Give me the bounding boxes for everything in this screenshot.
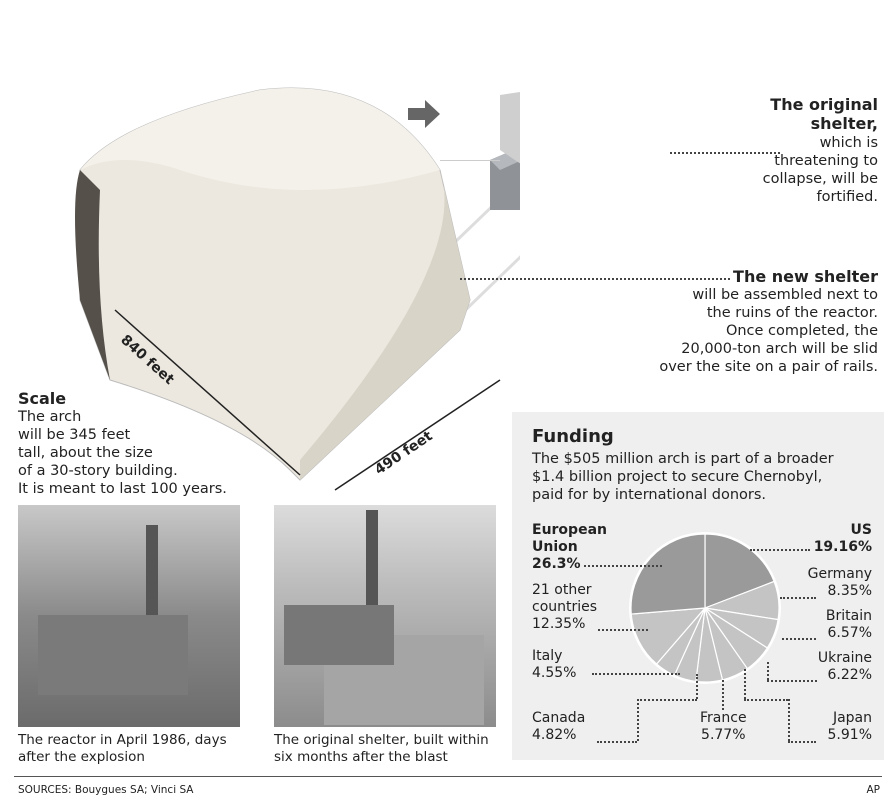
scale-callout: Scale The arch will be 345 feet tall, ab… bbox=[18, 390, 258, 498]
original-shelter-photo bbox=[274, 505, 496, 727]
shelter-illustration bbox=[75, 87, 520, 491]
photo-caption: The original shelter, built within six m… bbox=[274, 732, 489, 766]
label-japan: Japan 5.91% bbox=[828, 710, 872, 744]
label-other-countries: 21 other countries 12.35% bbox=[532, 582, 597, 633]
funding-line: $1.4 billion project to secure Chernobyl… bbox=[532, 469, 823, 485]
scale-line: will be 345 feet bbox=[18, 427, 131, 443]
label-value: 12.35% bbox=[532, 616, 586, 632]
label-text: Canada bbox=[532, 710, 586, 726]
original-shelter-body: which is threatening to collapse, will b… bbox=[762, 135, 878, 205]
footer-divider bbox=[14, 776, 882, 777]
new-shelter-line: Once completed, the bbox=[725, 323, 878, 339]
leader-line bbox=[670, 152, 780, 154]
label-value: 8.35% bbox=[827, 583, 872, 599]
pie-slice-21-other-countries bbox=[630, 607, 707, 665]
label-text: Germany bbox=[807, 566, 872, 582]
label-value: 5.91% bbox=[827, 727, 872, 743]
label-text: Ukraine bbox=[817, 650, 872, 666]
reactor-1986-photo bbox=[18, 505, 240, 727]
label-canada: Canada 4.82% bbox=[532, 710, 585, 744]
new-shelter-line: 20,000-ton arch will be slid bbox=[681, 341, 878, 357]
arrow-icon bbox=[408, 100, 440, 128]
scale-title: Scale bbox=[18, 389, 67, 408]
label-text: 21 other bbox=[532, 582, 592, 598]
pie-slice-us bbox=[704, 533, 775, 609]
new-shelter-line: the ruins of the reactor. bbox=[706, 305, 878, 321]
label-european-union: European Union 26.3% bbox=[532, 522, 607, 573]
new-shelter-line: will be assembled next to bbox=[692, 287, 878, 303]
leader-line bbox=[460, 278, 730, 280]
caption-line: The reactor in April 1986, days bbox=[18, 732, 227, 748]
label-text: France bbox=[700, 710, 747, 726]
label-text: Japan bbox=[832, 710, 872, 726]
original-shelter-title: The original shelter, bbox=[770, 95, 878, 133]
scale-line: The arch bbox=[18, 409, 82, 425]
funding-description: The $505 million arch is part of a broad… bbox=[532, 450, 882, 504]
label-italy: Italy 4.55% bbox=[532, 648, 576, 682]
label-germany: Germany 8.35% bbox=[808, 566, 872, 600]
funding-title: Funding bbox=[532, 426, 614, 447]
credit: AP bbox=[866, 784, 880, 796]
new-shelter-line: over the site on a pair of rails. bbox=[659, 359, 878, 375]
label-text: Union bbox=[532, 539, 578, 555]
funding-pie-chart bbox=[629, 532, 781, 684]
funding-panel: Funding The $505 million arch is part of… bbox=[512, 412, 884, 760]
original-shelter-callout: The original shelter, which is threateni… bbox=[740, 96, 878, 206]
label-value: 5.77% bbox=[701, 727, 746, 743]
scale-line: tall, about the size bbox=[18, 445, 153, 461]
caption-line: after the explosion bbox=[18, 749, 145, 765]
label-value: 19.16% bbox=[813, 539, 872, 555]
label-text: European bbox=[532, 522, 607, 538]
label-value: 6.22% bbox=[827, 667, 872, 683]
new-shelter-callout: The new shelter will be assembled next t… bbox=[560, 268, 878, 376]
caption-line: six months after the blast bbox=[274, 749, 448, 765]
label-value: 4.82% bbox=[532, 727, 577, 743]
label-value: 4.55% bbox=[532, 665, 577, 681]
sources: SOURCES: Bouygues SA; Vinci SA bbox=[18, 784, 194, 796]
label-value: 6.57% bbox=[827, 625, 872, 641]
photo-caption: The reactor in April 1986, days after th… bbox=[18, 732, 227, 766]
label-text: US bbox=[850, 522, 872, 538]
label-britain: Britain 6.57% bbox=[826, 608, 872, 642]
label-value: 26.3% bbox=[532, 556, 581, 572]
scale-line: It is meant to last 100 years. bbox=[18, 481, 227, 497]
pie-slice-european-union bbox=[630, 533, 706, 615]
new-shelter-title: The new shelter bbox=[733, 267, 878, 286]
label-us: US 19.16% bbox=[814, 522, 872, 556]
caption-line: The original shelter, built within bbox=[274, 732, 489, 748]
label-ukraine: Ukraine 6.22% bbox=[818, 650, 872, 684]
funding-line: The $505 million arch is part of a broad… bbox=[532, 451, 834, 467]
label-france: France 5.77% bbox=[700, 710, 747, 744]
label-text: Italy bbox=[532, 648, 563, 664]
label-text: countries bbox=[532, 599, 598, 615]
label-text: Britain bbox=[825, 608, 872, 624]
funding-line: paid for by international donors. bbox=[532, 487, 767, 503]
scale-line: of a 30-story building. bbox=[18, 463, 178, 479]
